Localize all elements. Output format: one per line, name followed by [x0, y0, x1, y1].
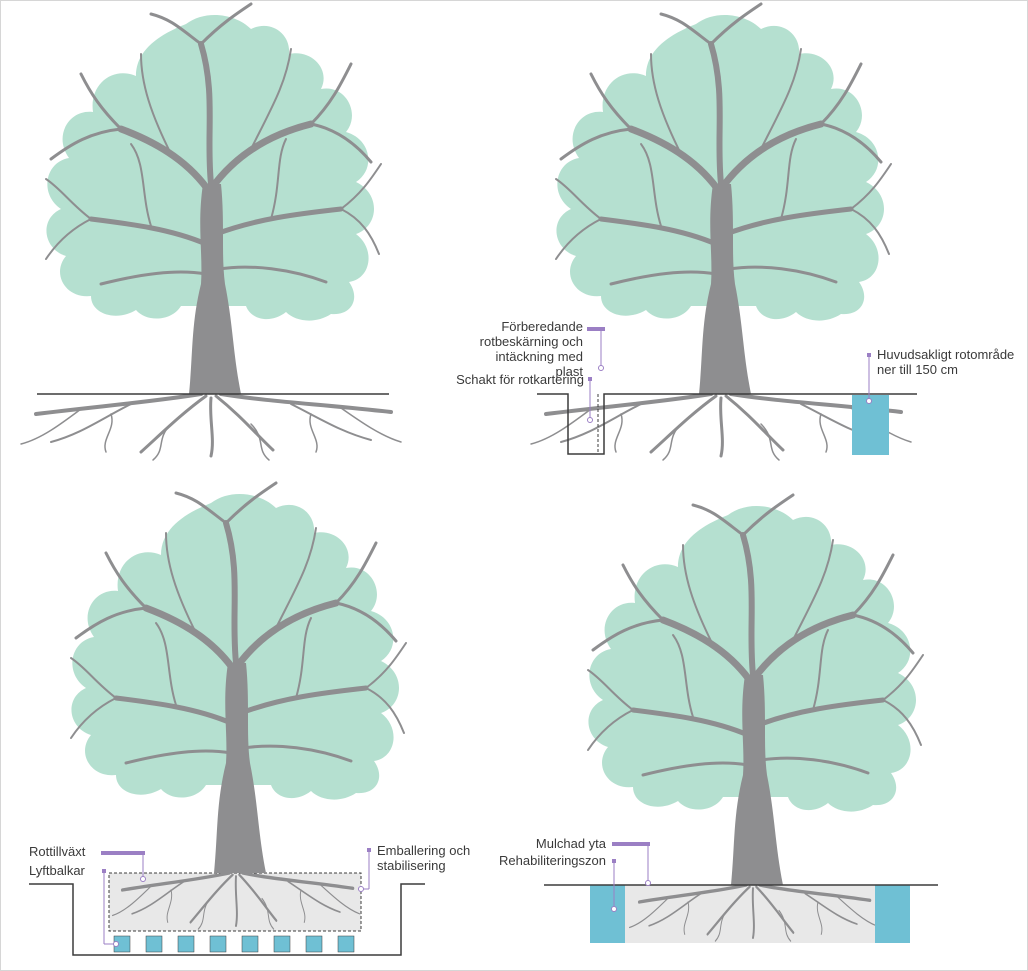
lifting-beam [209, 935, 227, 953]
callout-marker [101, 851, 145, 855]
label-rehab-zone: Rehabiliteringszon [499, 853, 606, 868]
callout-marker [867, 353, 871, 357]
rehab-zone-left [590, 885, 625, 943]
callout-marker [612, 842, 650, 846]
lifting-beam [145, 935, 163, 953]
callout-dot [587, 417, 593, 423]
callout-marker [587, 327, 605, 331]
callout-dot [598, 365, 604, 371]
callout-marker [588, 377, 592, 381]
rehab-zone-right [875, 885, 910, 943]
lifting-beam [305, 935, 323, 953]
callout-dot [611, 906, 617, 912]
callout-dot [113, 941, 119, 947]
label-root-mapping-trench: Schakt för rotkartering [456, 372, 584, 387]
lifting-beam [273, 935, 291, 953]
lifting-beams [113, 935, 355, 953]
lifting-beam [337, 935, 355, 953]
label-root-pruning: Förberedande rotbeskärning och intäcknin… [479, 319, 583, 379]
label-main-root-zone: Huvudsakligt rotområde ner till 150 cm [877, 347, 1015, 377]
panel-4 [588, 495, 923, 943]
main-root-zone-box [852, 395, 889, 455]
label-mulched-surface: Mulchad yta [535, 836, 606, 851]
panel-2 [529, 4, 913, 462]
lifting-beam [177, 935, 195, 953]
callout-dot [140, 876, 146, 882]
lifting-beam [241, 935, 259, 953]
ground-line [537, 393, 917, 455]
tree-roots [19, 392, 403, 462]
callout-dot [645, 880, 651, 886]
panel-3 [71, 483, 406, 931]
label-lifting-beams: Lyftbalkar [29, 863, 85, 878]
callout-dot [866, 398, 872, 404]
ground-line [29, 883, 425, 956]
label-root-growth: Rottillväxt [29, 844, 86, 859]
mulch-zone [625, 885, 875, 943]
label-packaging-stabilization: Emballering och stabilisering [377, 843, 471, 873]
callout-dot [358, 886, 364, 892]
panel-1 [19, 4, 403, 462]
